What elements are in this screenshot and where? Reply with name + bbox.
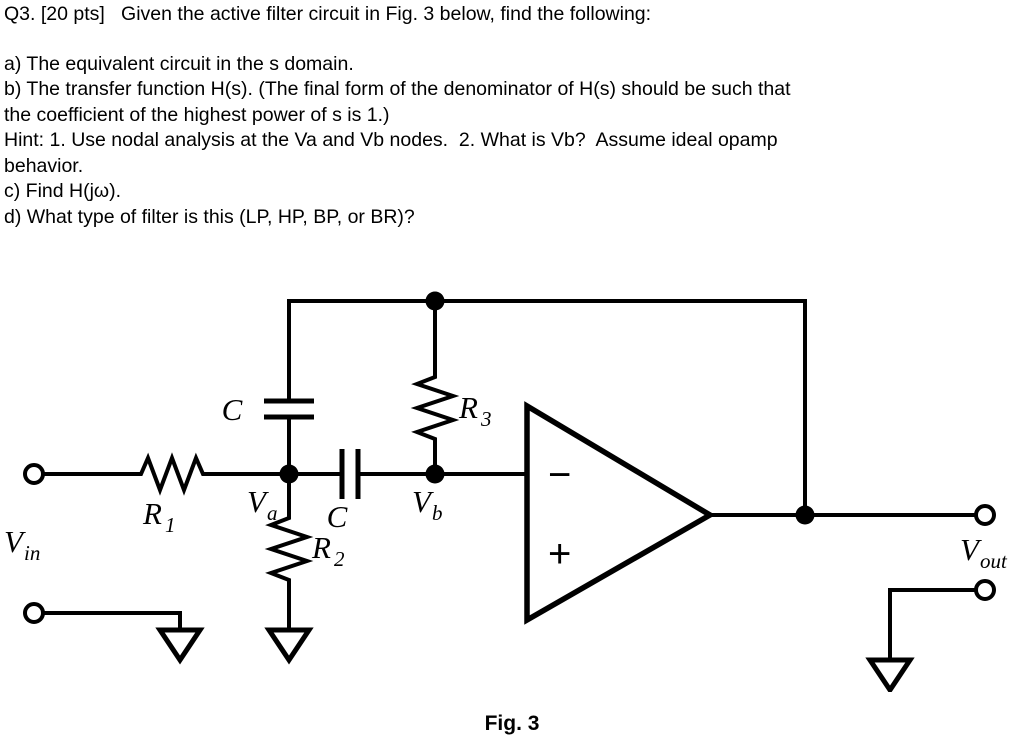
vin-negative-terminal xyxy=(23,602,205,665)
node-va: V a xyxy=(247,464,299,525)
label-vout-sub: out xyxy=(980,549,1008,573)
figure-caption: Fig. 3 xyxy=(484,712,540,735)
resistor-r3-label: R 3 xyxy=(458,390,492,431)
question-line-c: c) Find H(jω). xyxy=(4,180,122,202)
capacitor-c-top xyxy=(264,398,314,476)
question-line-b2: the coefficient of the highest power of … xyxy=(4,103,390,126)
label-r2: R xyxy=(311,530,331,565)
label-r3: R xyxy=(458,390,478,425)
label-r2-sub: 2 xyxy=(334,547,345,571)
node-feedback-top xyxy=(425,291,445,311)
feedback-rail-wire xyxy=(287,299,807,517)
label-r1: R xyxy=(142,496,162,531)
resistor-r2-label: R 2 xyxy=(311,530,345,571)
capacitor-c-series xyxy=(287,449,437,499)
label-r3-sub: 3 xyxy=(480,407,492,431)
text-spacer xyxy=(4,28,1014,52)
opamp-symbol: − + xyxy=(524,401,716,625)
label-vin-sub: in xyxy=(24,541,40,565)
node-vb: V b xyxy=(412,464,445,525)
opamp-output-wire xyxy=(705,504,996,526)
label-vin: V xyxy=(4,524,26,559)
question-text-block: Q3. [20 pts] Given the active filter cir… xyxy=(4,2,1014,230)
question-line-b1: b) The transfer function H(s). (The fina… xyxy=(4,78,791,100)
question-line-d: d) What type of filter is this (LP, HP, … xyxy=(4,205,415,228)
label-vout: V xyxy=(960,532,982,567)
opamp-plus-sign: + xyxy=(548,532,571,576)
label-r1-sub: 1 xyxy=(165,513,176,537)
label-c-top: C xyxy=(222,392,243,427)
resistor-r1-label: R 1 xyxy=(142,496,176,537)
question-line-hint1: Hint: 1. Use nodal analysis at the Va an… xyxy=(4,129,778,151)
question-line-hint2: behavior. xyxy=(4,154,84,177)
vin-label: V in xyxy=(4,524,40,565)
vout-label: V out xyxy=(960,532,1008,573)
circuit-diagram: C R 3 R 1 xyxy=(0,262,1024,692)
resistor-r1 xyxy=(133,452,291,496)
label-va-sub: a xyxy=(267,501,278,525)
label-c-series: C xyxy=(327,499,348,534)
label-vb: V xyxy=(412,484,434,519)
vin-positive-terminal xyxy=(23,463,135,485)
vout-negative-terminal xyxy=(865,579,996,692)
question-line-a: a) The equivalent circuit in the s domai… xyxy=(4,52,354,75)
capacitor-c-top-label: C xyxy=(222,392,243,427)
opamp-minus-sign: − xyxy=(548,453,571,497)
resistor-r2 xyxy=(264,472,314,665)
capacitor-c-series-label: C xyxy=(327,499,348,534)
label-va: V xyxy=(247,484,269,519)
resistor-r3 xyxy=(410,299,460,476)
question-line-title: Q3. [20 pts] Given the active filter cir… xyxy=(4,3,652,25)
label-vb-sub: b xyxy=(432,501,443,525)
